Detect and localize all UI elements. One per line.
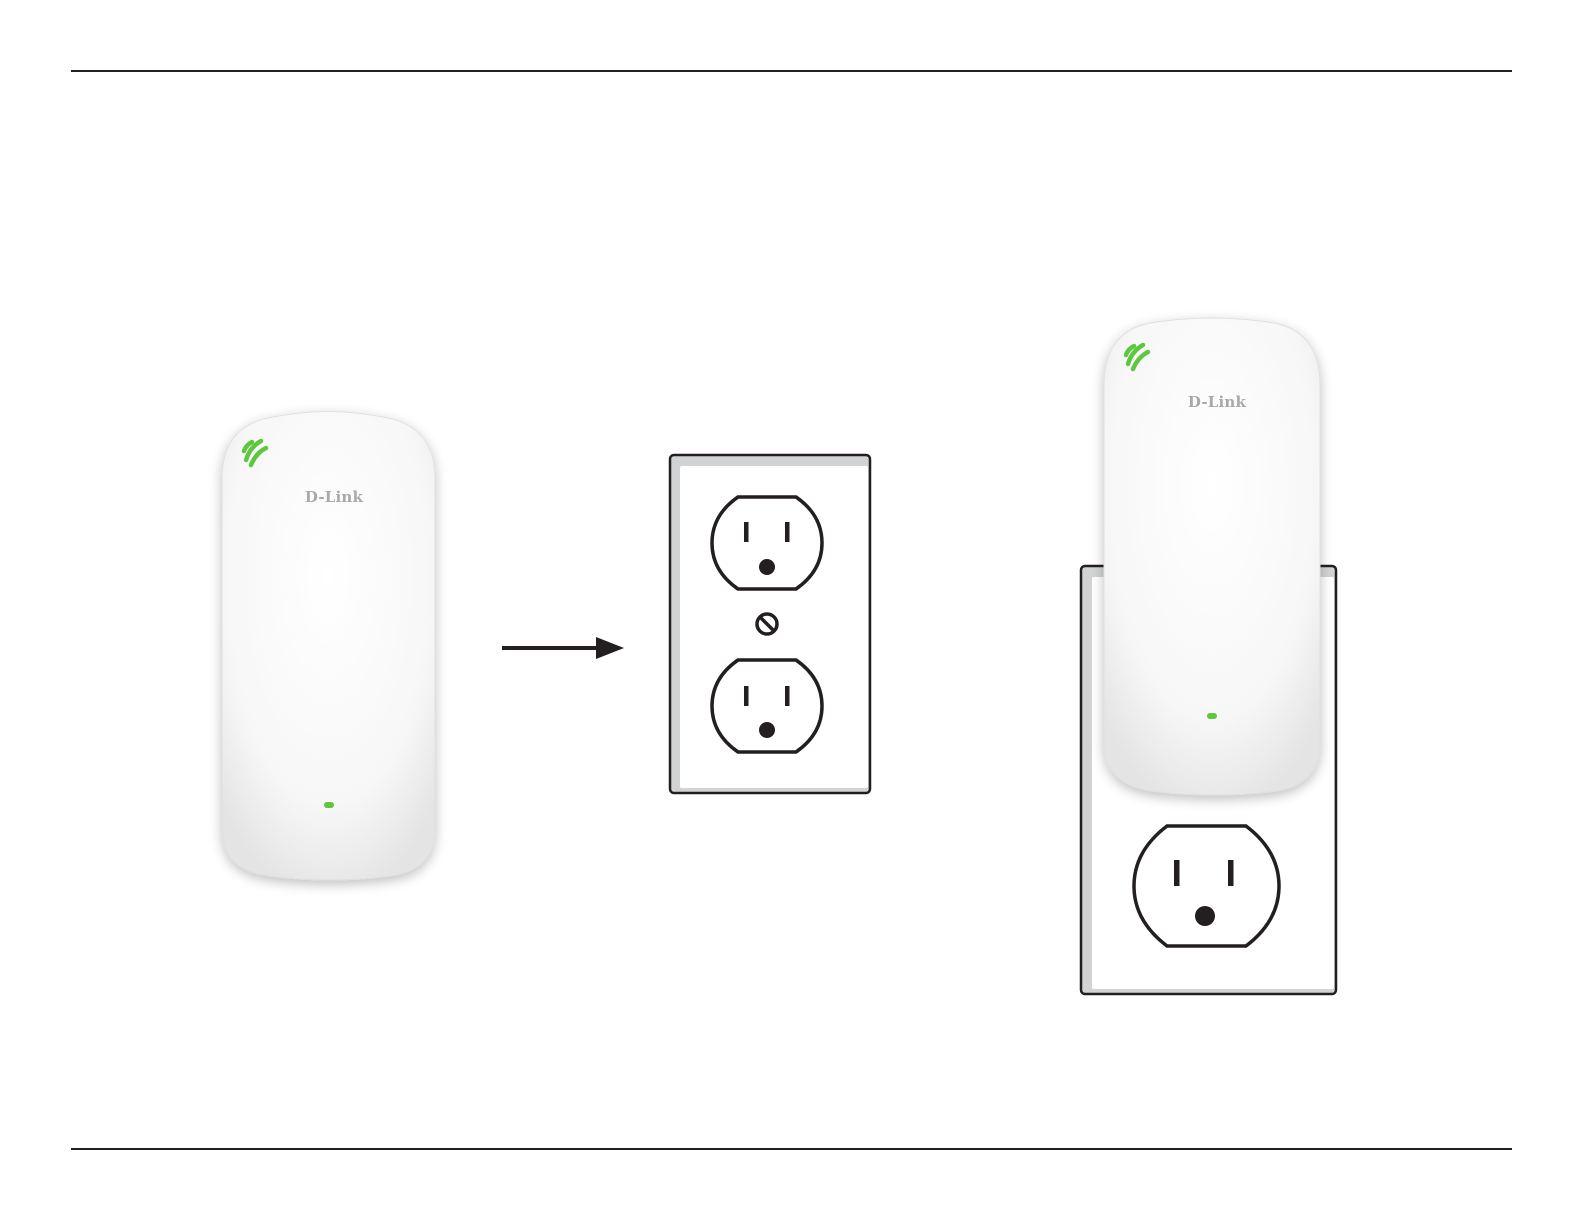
wall-outlet-duplex [670, 455, 870, 793]
outlet-receptacle-visible [1134, 826, 1279, 946]
status-led [324, 802, 334, 808]
screw-icon [757, 614, 777, 634]
outlet-receptacle-top [712, 497, 822, 589]
brand-logo: D-Link [305, 488, 364, 506]
right-arrow-icon [502, 637, 624, 659]
status-led [1207, 713, 1217, 719]
outlet-receptacle-bottom [712, 660, 822, 752]
extender-device-left [222, 412, 435, 881]
extender-device-right [1104, 318, 1320, 795]
page-bottom-edge [0, 1221, 1585, 1225]
brand-logo: D-Link [1188, 393, 1247, 411]
